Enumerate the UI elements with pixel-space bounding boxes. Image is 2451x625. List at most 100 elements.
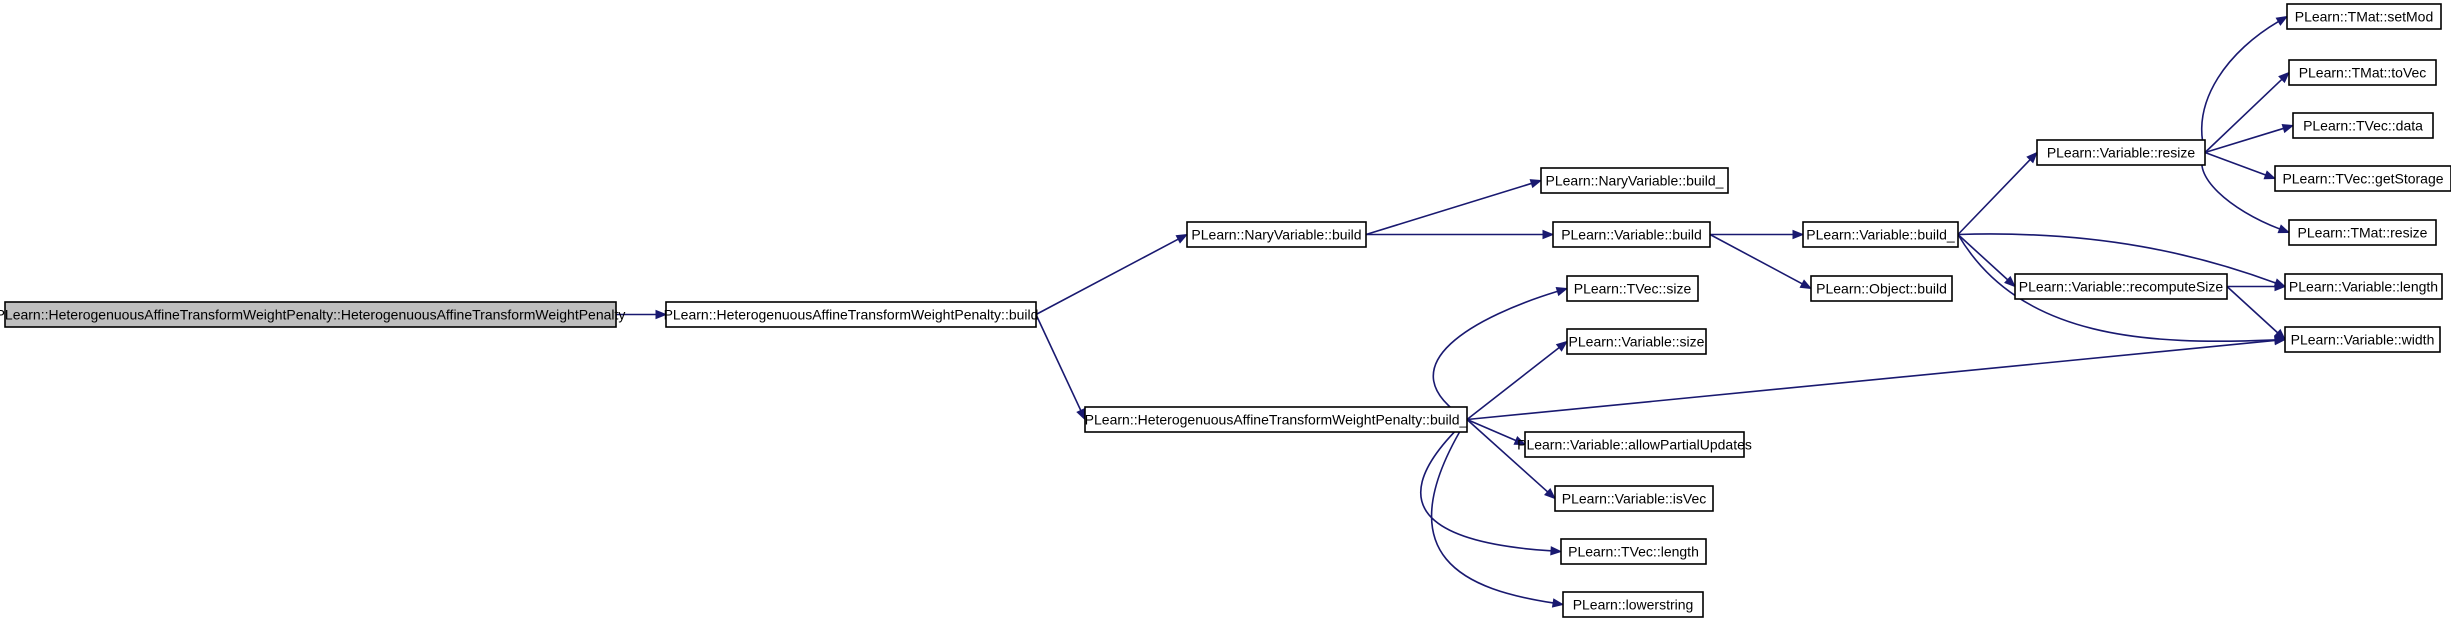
node-box: [1554, 485, 1714, 512]
node-label: PLearn::HeterogenuousAffineTransformWeig…: [1085, 412, 1468, 428]
node-label: PLearn::TVec::length: [1568, 544, 1699, 560]
arrowhead: [1542, 229, 1555, 240]
function-node[interactable]: PLearn::Variable::width: [2284, 326, 2441, 353]
function-node[interactable]: PLearn::Variable::size: [1566, 328, 1707, 355]
node-box: [2288, 219, 2437, 246]
node-label: PLearn::TMat::resize: [2298, 225, 2428, 241]
function-node[interactable]: PLearn::NaryVariable::build_: [1540, 167, 1729, 194]
node-label: PLearn::Variable::resize: [2047, 145, 2196, 161]
function-node[interactable]: PLearn::TVec::length: [1560, 538, 1707, 565]
node-box: [2036, 139, 2206, 166]
nodes-layer: PLearn::HeterogenuousAffineTransformWeig…: [0, 3, 2451, 618]
function-node[interactable]: PLearn::HeterogenuousAffineTransformWeig…: [664, 301, 1039, 328]
edge-n6-n10: [1957, 233, 2016, 288]
arrowhead: [1551, 598, 1565, 608]
node-box: [1186, 221, 1367, 248]
node-box: [1552, 221, 1711, 248]
edge-n3-n22: [1430, 419, 1565, 608]
edge-n5-n6: [1710, 229, 1805, 240]
node-box: [2292, 112, 2434, 139]
arrowhead: [1555, 287, 1569, 297]
function-node[interactable]: PLearn::HeterogenuousAffineTransformWeig…: [1084, 406, 1468, 433]
function-node[interactable]: PLearn::NaryVariable::build: [1186, 221, 1367, 248]
function-node[interactable]: PLearn::Variable::length: [2284, 273, 2443, 300]
arrowhead: [2026, 151, 2038, 164]
arrowhead: [2278, 71, 2290, 84]
edge-n2-n4: [1365, 179, 1543, 236]
function-node[interactable]: PLearn::Variable::build: [1552, 221, 1711, 248]
edge-n10-n9: [2227, 281, 2287, 292]
edge-n1-n2: [1035, 233, 1189, 316]
arrowhead: [1550, 546, 1563, 556]
edge-n8-n12: [2201, 15, 2289, 153]
edge-n1-n3: [1035, 314, 1086, 421]
edge-n3-n17: [1432, 287, 1569, 421]
edge-n5-n7: [1709, 233, 1813, 290]
edge-n8-n16: [2201, 152, 2291, 234]
node-box: [2284, 326, 2441, 353]
function-node[interactable]: PLearn::TVec::size: [1566, 275, 1699, 302]
node-box: [1566, 275, 1699, 302]
function-node[interactable]: PLearn::TMat::setMod: [2286, 3, 2442, 30]
edge-n3-n20: [1466, 418, 1557, 500]
node-box: [1566, 328, 1707, 355]
arrowhead: [1799, 279, 1813, 290]
edge-n6-n8: [1957, 151, 2038, 236]
edge-n8-n13: [2204, 71, 2290, 154]
node-label: PLearn::HeterogenuousAffineTransformWeig…: [0, 307, 625, 323]
function-node[interactable]: PLearn::TVec::getStorage: [2274, 165, 2451, 192]
node-box: [1562, 591, 1704, 618]
edge-n3-n21: [1419, 418, 1563, 556]
edge-n0-n1: [616, 309, 668, 320]
arrowhead: [1555, 340, 1569, 352]
arrowhead: [2274, 281, 2287, 292]
function-node[interactable]: PLearn::Variable::resize: [2036, 139, 2206, 166]
node-label: PLearn::TVec::size: [1574, 281, 1692, 297]
function-node[interactable]: PLearn::Variable::isVec: [1554, 485, 1714, 512]
node-box: [2288, 59, 2437, 86]
edge-n8-n14: [2204, 124, 2295, 154]
node-box: [2284, 273, 2443, 300]
function-node[interactable]: PLearn::TMat::toVec: [2288, 59, 2437, 86]
node-box: [1560, 538, 1707, 565]
node-label: PLearn::Variable::recomputeSize: [2019, 279, 2224, 295]
arrowhead: [1544, 487, 1557, 500]
arrowhead: [2263, 170, 2277, 180]
node-label: PLearn::Variable::build: [1561, 227, 1702, 243]
edge-n2-n5: [1366, 229, 1555, 240]
arrowhead: [2004, 275, 2016, 288]
function-node[interactable]: PLearn::TMat::resize: [2288, 219, 2437, 246]
node-label: PLearn::Variable::isVec: [1562, 491, 1707, 507]
function-node[interactable]: PLearn::Object::build: [1810, 275, 1953, 302]
node-label: PLearn::Variable::build_: [1806, 227, 1955, 243]
node-label: PLearn::lowerstring: [1573, 597, 1694, 613]
function-node[interactable]: PLearn::Variable::build_: [1802, 221, 1959, 248]
function-node[interactable]: PLearn::Variable::allowPartialUpdates: [1517, 431, 1752, 458]
arrowhead: [1513, 435, 1527, 446]
node-label: PLearn::NaryVariable::build: [1191, 227, 1361, 243]
arrowhead: [2274, 335, 2287, 346]
edges-layer: [616, 15, 2295, 608]
function-node[interactable]: PLearn::TVec::data: [2292, 112, 2434, 139]
edge-n3-n18: [1466, 340, 1569, 421]
arrowhead: [1175, 233, 1189, 244]
node-label: PLearn::Variable::width: [2291, 332, 2435, 348]
node-box: [1524, 431, 1745, 458]
node-label: PLearn::TMat::toVec: [2299, 65, 2427, 81]
node-label: PLearn::Variable::length: [2289, 279, 2438, 295]
function-node[interactable]: PLearn::Variable::recomputeSize: [2014, 273, 2228, 300]
node-label: PLearn::TVec::data: [2303, 118, 2423, 134]
arrowhead: [2275, 15, 2289, 26]
node-box: [2014, 273, 2228, 300]
node-label: PLearn::Variable::allowPartialUpdates: [1517, 437, 1752, 453]
arrowhead: [1529, 179, 1543, 189]
arrowhead: [2281, 124, 2295, 134]
arrowhead: [1792, 229, 1805, 240]
node-label: PLearn::Variable::size: [1569, 334, 1705, 350]
node-box: [4, 301, 617, 328]
node-box: [1810, 275, 1953, 302]
function-node[interactable]: PLearn::lowerstring: [1562, 591, 1704, 618]
node-box: [1802, 221, 1959, 248]
